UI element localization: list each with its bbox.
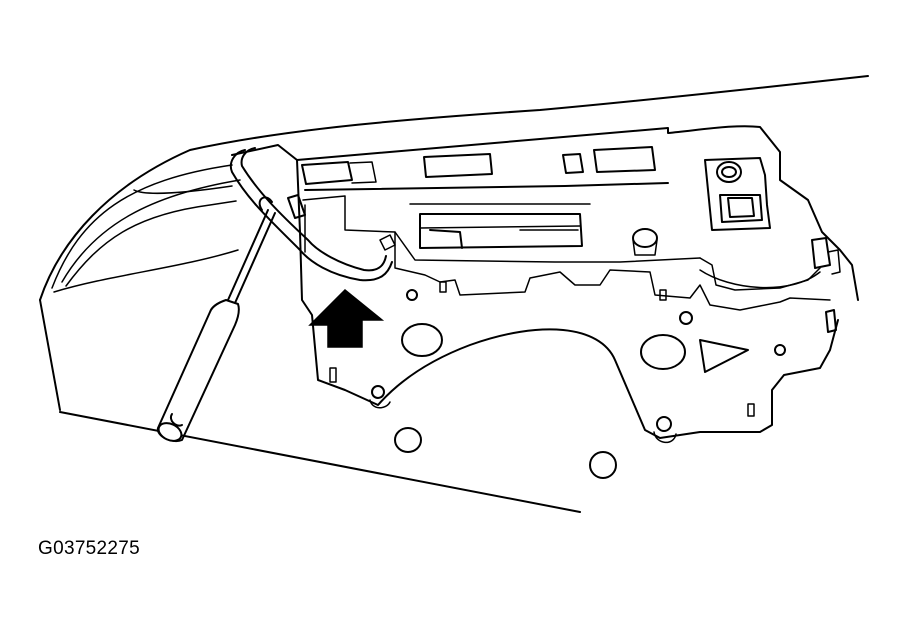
mounting-holes: [346, 289, 786, 479]
door-cable: [229, 147, 821, 289]
door-panel-outline: [39, 75, 869, 513]
center-grommet: [632, 228, 658, 248]
figure-code: G03752275: [38, 538, 141, 559]
window-regulator-frame: [231, 125, 859, 439]
screwdriver-icon: [156, 196, 276, 442]
up-arrow-icon: [308, 288, 385, 348]
